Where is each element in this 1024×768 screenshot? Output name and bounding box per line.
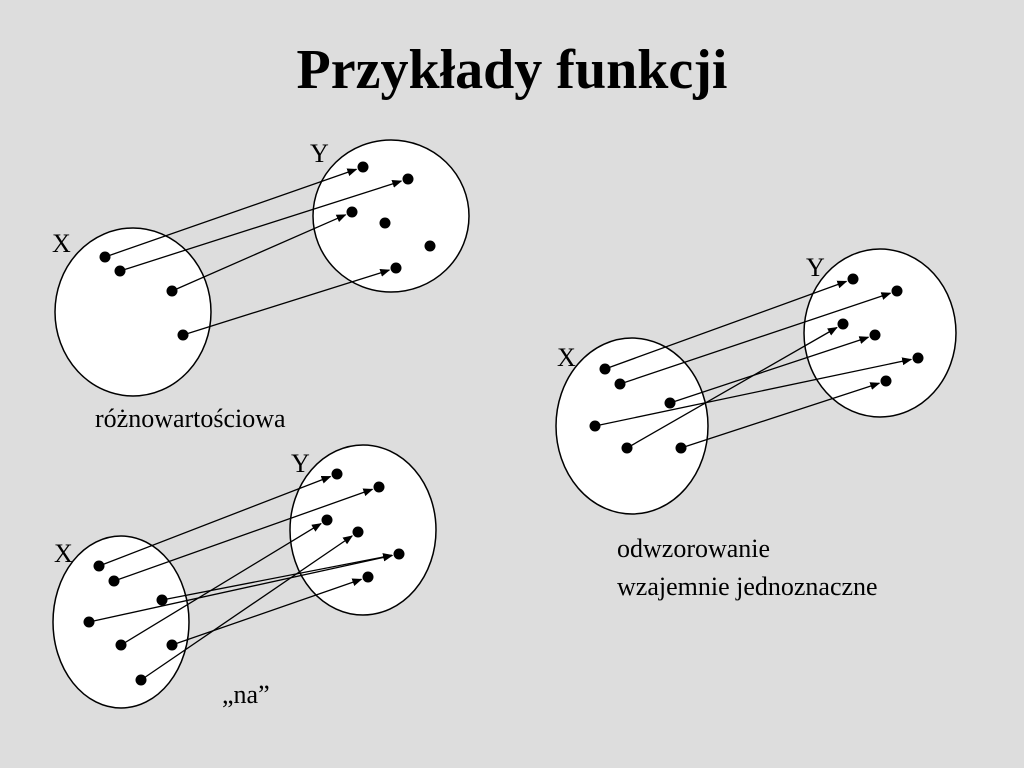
bijective-diagram: X Y [555, 248, 957, 515]
set-points [589, 273, 924, 454]
set-points [99, 161, 436, 341]
codomain-point [912, 352, 924, 364]
domain-point [621, 442, 633, 454]
codomain-point [847, 273, 859, 285]
domain-set-x [52, 535, 190, 709]
codomain-label: Y [291, 449, 310, 478]
codomain-point [837, 318, 849, 330]
codomain-point [373, 481, 385, 493]
codomain-point [880, 375, 892, 387]
domain-point [115, 639, 127, 651]
domain-point [99, 251, 111, 263]
mapping-arrow [594, 357, 913, 427]
caption-bijective-line2: wzajemnie jednoznaczne [617, 572, 878, 601]
codomain-point [402, 173, 414, 185]
mapping-arrows [594, 280, 913, 449]
mapping-arrow [104, 168, 358, 258]
codomain-set-y [312, 139, 470, 293]
domain-label: X [54, 539, 73, 568]
codomain-point [362, 571, 374, 583]
domain-label: X [557, 343, 576, 372]
domain-point [589, 420, 601, 432]
slide-title: Przykłady funkcji [296, 39, 728, 101]
domain-point [114, 265, 126, 277]
domain-point [108, 575, 120, 587]
domain-point [599, 363, 611, 375]
mapping-arrow [120, 523, 322, 646]
domain-point [83, 616, 95, 628]
codomain-point [352, 526, 364, 538]
mapping-arrow [98, 475, 332, 567]
codomain-point [331, 468, 343, 480]
domain-label: X [52, 229, 71, 258]
mapping-arrow [161, 553, 394, 601]
mapping-arrow [626, 326, 838, 449]
codomain-label: Y [310, 139, 329, 168]
codomain-point [346, 206, 358, 218]
domain-point [664, 397, 676, 409]
caption-surjective: „na” [222, 680, 270, 709]
domain-point [166, 285, 178, 297]
mapping-arrows [88, 475, 394, 681]
codomain-point [379, 217, 391, 229]
domain-point [93, 560, 105, 572]
codomain-point [869, 329, 881, 341]
caption-bijective-line1: odwzorowanie [617, 534, 771, 563]
domain-point [177, 329, 189, 341]
surjective-diagram: X Y [52, 444, 437, 709]
codomain-point [390, 262, 402, 274]
codomain-label: Y [806, 253, 825, 282]
mapping-arrow [171, 214, 347, 292]
domain-point [166, 639, 178, 651]
mapping-arrow [171, 578, 363, 646]
mapping-arrow [88, 553, 394, 623]
domain-point [156, 594, 168, 606]
mapping-arrow [113, 488, 374, 582]
mapping-arrow [669, 336, 870, 404]
codomain-point [321, 514, 333, 526]
domain-point [135, 674, 147, 686]
codomain-point [424, 240, 436, 252]
mapping-arrow [604, 280, 848, 370]
domain-set-x [54, 227, 212, 397]
mapping-arrow [680, 382, 881, 449]
domain-point [675, 442, 687, 454]
mapping-arrow [182, 268, 391, 336]
mapping-arrow [119, 180, 403, 272]
domain-set-x [555, 337, 709, 515]
set-points [83, 468, 405, 686]
caption-injective: różnowartościowa [95, 404, 286, 433]
codomain-point [891, 285, 903, 297]
mapping-arrow [619, 292, 892, 385]
codomain-point [357, 161, 369, 173]
injective-diagram: X Y [52, 139, 470, 397]
domain-point [614, 378, 626, 390]
mapping-arrow [140, 535, 354, 681]
mapping-arrows [104, 168, 403, 336]
codomain-point [393, 548, 405, 560]
